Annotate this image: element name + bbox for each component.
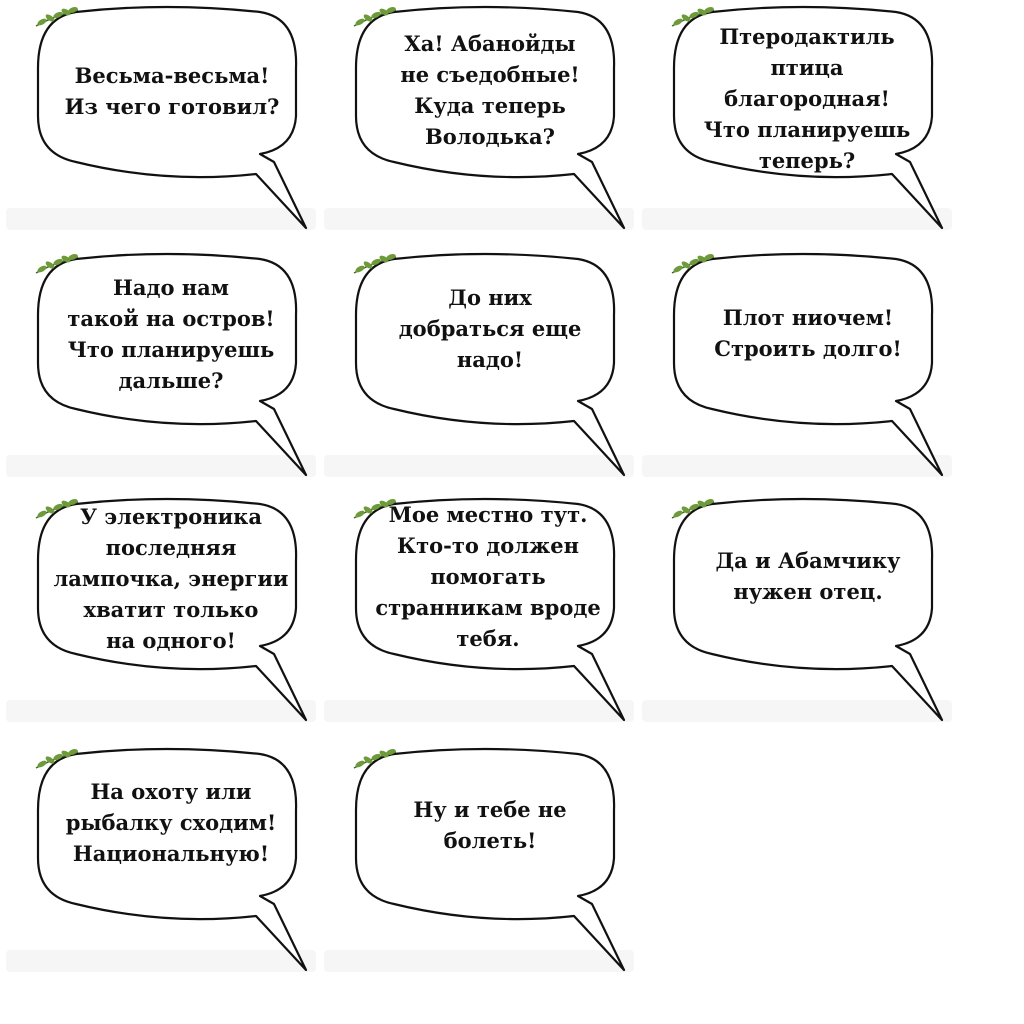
leaf-sprig-icon bbox=[353, 254, 397, 274]
bubble-shadow bbox=[324, 455, 634, 477]
leaf-sprig-icon bbox=[35, 499, 79, 519]
bubble-shadow bbox=[324, 208, 634, 230]
speech-bubble-shape bbox=[642, 5, 952, 230]
bubble-text: Ха! Абанойды не съедобные! Куда теперь В… bbox=[400, 31, 580, 149]
speech-bubble-shape bbox=[324, 5, 634, 230]
bubble-shadow bbox=[642, 700, 952, 722]
bubble-shadow bbox=[324, 950, 634, 972]
speech-bubble: Ну и тебе не болеть! bbox=[324, 747, 634, 990]
speech-bubble-outline bbox=[672, 252, 944, 477]
speech-bubble: Птеродактиль птица благородная! Что план… bbox=[642, 5, 952, 248]
speech-bubble: На охоту или рыбалку сходим! Национальну… bbox=[6, 747, 316, 990]
leaf-sprig-icon bbox=[671, 254, 715, 274]
speech-bubble-shape bbox=[6, 747, 316, 972]
speech-bubble-outline bbox=[354, 5, 626, 230]
speech-bubble-shape bbox=[324, 497, 634, 722]
speech-bubble-outline bbox=[672, 5, 944, 230]
speech-bubble-outline bbox=[672, 497, 944, 722]
speech-bubble-shape bbox=[6, 252, 316, 477]
speech-bubble-shape bbox=[642, 252, 952, 477]
bubble-shadow bbox=[6, 950, 316, 972]
speech-bubble: Весьма-весьма! Из чего готовил? bbox=[6, 5, 316, 248]
bubble-shadow bbox=[324, 700, 634, 722]
speech-bubble-outline bbox=[354, 252, 626, 477]
bubble-text: Весьма-весьма! Из чего готовил? bbox=[64, 63, 280, 119]
leaf-sprig-icon bbox=[671, 499, 715, 519]
bubble-shadow bbox=[6, 208, 316, 230]
bubble-shadow bbox=[6, 455, 316, 477]
speech-bubble: Да и Абамчику нужен отец. bbox=[642, 497, 952, 740]
speech-bubble: До них добраться еще надо! bbox=[324, 252, 634, 495]
bubble-text: Птеродактиль птица благородная! Что план… bbox=[703, 23, 911, 173]
speech-bubble-outline bbox=[36, 747, 308, 972]
speech-bubble-outline bbox=[36, 252, 308, 477]
speech-bubble-shape bbox=[324, 747, 634, 972]
leaf-sprig-icon bbox=[35, 7, 79, 27]
bubble-text: До них добраться еще надо! bbox=[398, 284, 582, 372]
bubble-text: Плот ниочем! Строить долго! bbox=[714, 305, 902, 361]
speech-bubble-outline bbox=[354, 497, 626, 722]
speech-bubble-outline bbox=[36, 5, 308, 230]
leaf-sprig-icon bbox=[35, 254, 79, 274]
leaf-sprig-icon bbox=[353, 7, 397, 27]
leaf-sprig-icon bbox=[35, 749, 79, 769]
bubble-shadow bbox=[642, 208, 952, 230]
speech-bubble: Мое местно тут. Кто-то должен помогать с… bbox=[324, 497, 634, 740]
bubble-shadow bbox=[6, 700, 316, 722]
bubble-text: Да и Абамчику нужен отец. bbox=[715, 548, 901, 604]
speech-bubble-shape bbox=[324, 252, 634, 477]
speech-bubble-outline bbox=[36, 497, 308, 722]
speech-bubble: Надо нам такой на остров! Что планируешь… bbox=[6, 252, 316, 495]
speech-bubble-shape bbox=[6, 497, 316, 722]
bubble-text: На охоту или рыбалку сходим! Национальну… bbox=[65, 778, 277, 866]
bubble-text: У электроника последняя лампочка, энерги… bbox=[53, 503, 289, 653]
leaf-sprig-icon bbox=[671, 7, 715, 27]
bubble-text: Ну и тебе не болеть! bbox=[413, 797, 567, 853]
bubble-shadow bbox=[642, 455, 952, 477]
bubble-text: Надо нам такой на остров! Что планируешь… bbox=[67, 275, 275, 393]
speech-bubble-shape bbox=[6, 5, 316, 230]
leaf-sprig-icon bbox=[353, 499, 397, 519]
bubble-text: Мое местно тут. Кто-то должен помогать с… bbox=[375, 501, 601, 651]
speech-bubble-shape bbox=[642, 497, 952, 722]
speech-bubble: Ха! Абанойды не съедобные! Куда теперь В… bbox=[324, 5, 634, 248]
speech-bubble: У электроника последняя лампочка, энерги… bbox=[6, 497, 316, 740]
speech-bubble: Плот ниочем! Строить долго! bbox=[642, 252, 952, 495]
leaf-sprig-icon bbox=[353, 749, 397, 769]
speech-bubble-outline bbox=[354, 747, 626, 972]
